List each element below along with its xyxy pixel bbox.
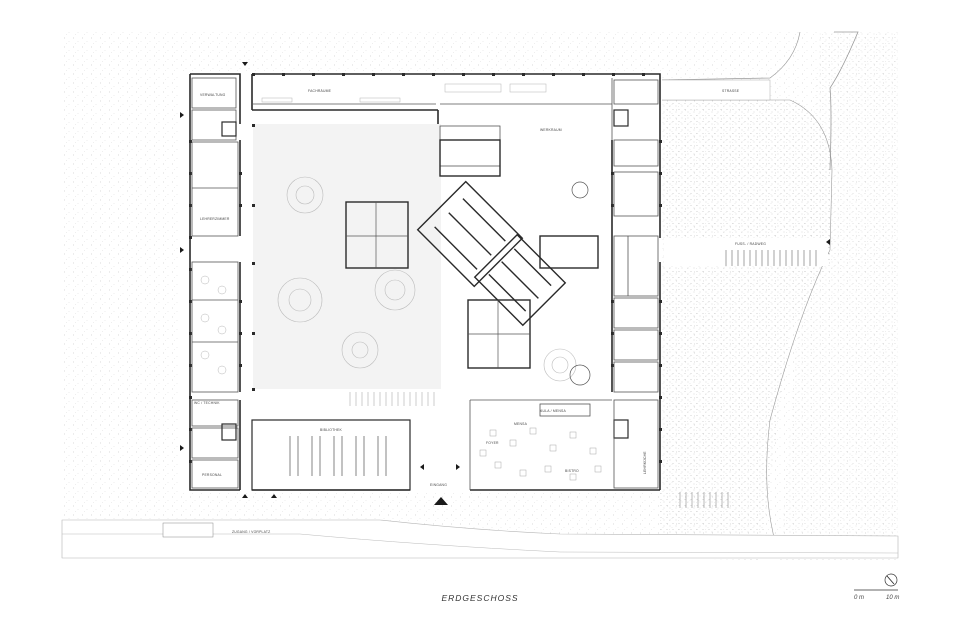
entrance-arrow-east-icon	[826, 239, 830, 245]
label-foyer: FOYER	[486, 441, 499, 445]
label-lehrkuche: LEHRKÜCHE	[643, 451, 647, 474]
courtyard-trees	[277, 176, 577, 382]
west-furniture	[200, 275, 227, 375]
street-label: ZUGANG / VORPLATZ	[232, 530, 270, 534]
crosswalk	[725, 250, 817, 266]
scale-start-label: 0 m	[854, 595, 865, 601]
entrance-arrow-inner-1-icon	[420, 464, 424, 470]
entrance-arrow-south-1-icon	[242, 494, 248, 498]
east-wing-rooms	[613, 235, 659, 489]
mensa-tables	[479, 427, 602, 481]
walkway-east	[664, 238, 828, 266]
strasse-label: STRASSE	[722, 89, 740, 93]
library-shelves	[289, 436, 387, 476]
label-bibliothek: BIBLIOTHEK	[320, 428, 343, 432]
north-furniture	[261, 83, 547, 103]
main-entrance-arrow-icon	[434, 497, 448, 505]
label-wc: WC / TECHNIK	[194, 401, 220, 405]
courtyard-west	[253, 124, 441, 389]
central-cross-block	[345, 139, 599, 369]
walkway-label: FUSS- / RADWEG	[735, 242, 766, 246]
label-verwaltung: VERWALTUNG	[200, 93, 226, 97]
entrance-arrow-north-icon	[242, 62, 248, 66]
library	[251, 419, 411, 491]
drawing-caption: ERDGESCHOSS	[441, 593, 519, 603]
entrance-arrow-west-3-icon	[180, 445, 184, 451]
road-northeast	[829, 31, 859, 171]
entrance-arrow-inner-2-icon	[456, 464, 460, 470]
bus-stop	[162, 522, 214, 538]
landscape-northeast	[780, 32, 898, 560]
entrance-arrow-west-1-icon	[180, 112, 184, 118]
label-bistro: BISTRO	[565, 469, 579, 473]
label-fachraeume: FACHRÄUME	[308, 89, 332, 93]
columns	[189, 73, 662, 463]
outer-walls	[189, 73, 661, 491]
entrance-arrow-south-2-icon	[271, 494, 277, 498]
scale-end-label: 10 m	[886, 595, 900, 601]
south-loggia	[349, 392, 435, 406]
street-south-curb	[62, 533, 899, 554]
central-interior	[346, 181, 591, 386]
entrance-arrow-west-2-icon	[180, 247, 184, 253]
label-personal: PERSONAL	[202, 473, 222, 477]
west-wing-rooms	[191, 77, 239, 489]
label-mensa: MENSA	[514, 422, 528, 426]
label-werkraum: WERKRAUM	[540, 128, 562, 132]
road-edge-1	[659, 31, 801, 81]
landscape-east	[660, 100, 830, 560]
label-eingang: EINGANG	[430, 483, 447, 487]
road-edge-2	[660, 99, 833, 559]
mensa-zone	[469, 399, 612, 490]
street-south	[61, 519, 899, 559]
access-road-north	[659, 79, 771, 101]
label-aula: AULA / MENSA	[540, 409, 566, 413]
north-wing-rooms	[252, 78, 659, 217]
label-lehrerzimmer: LEHRERZIMMER	[200, 217, 230, 221]
entrance-arrows	[180, 62, 830, 505]
bike-racks	[679, 492, 729, 508]
north-arrow-icon	[884, 573, 898, 587]
